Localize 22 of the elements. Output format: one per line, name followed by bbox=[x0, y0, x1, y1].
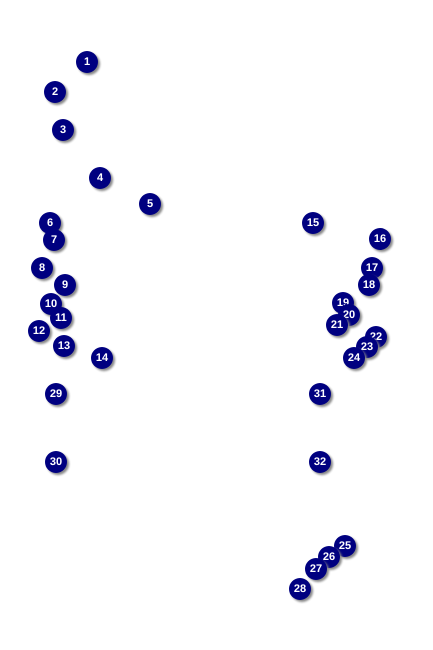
callout-number: 18 bbox=[358, 274, 380, 296]
callout-number: 31 bbox=[309, 383, 331, 405]
callout-number: 3 bbox=[52, 119, 74, 141]
callout-number: 9 bbox=[54, 274, 76, 296]
callout-number: 12 bbox=[28, 320, 50, 342]
callout-number: 14 bbox=[91, 347, 113, 369]
callout-number: 11 bbox=[50, 307, 72, 329]
callout-number: 7 bbox=[43, 229, 65, 251]
callout-number: 30 bbox=[45, 451, 67, 473]
callout-number: 1 bbox=[76, 51, 98, 73]
callout-number: 13 bbox=[53, 335, 75, 357]
callout-number: 2 bbox=[44, 81, 66, 103]
callout-number: 29 bbox=[45, 383, 67, 405]
callout-number: 5 bbox=[139, 193, 161, 215]
callout-number: 15 bbox=[302, 212, 324, 234]
callout-number: 8 bbox=[31, 257, 53, 279]
callout-number: 16 bbox=[369, 228, 391, 250]
callout-number: 4 bbox=[89, 167, 111, 189]
callout-number: 28 bbox=[289, 578, 311, 600]
callout-number: 25 bbox=[334, 535, 356, 557]
callout-number: 6 bbox=[39, 212, 61, 234]
callout-number: 32 bbox=[309, 451, 331, 473]
